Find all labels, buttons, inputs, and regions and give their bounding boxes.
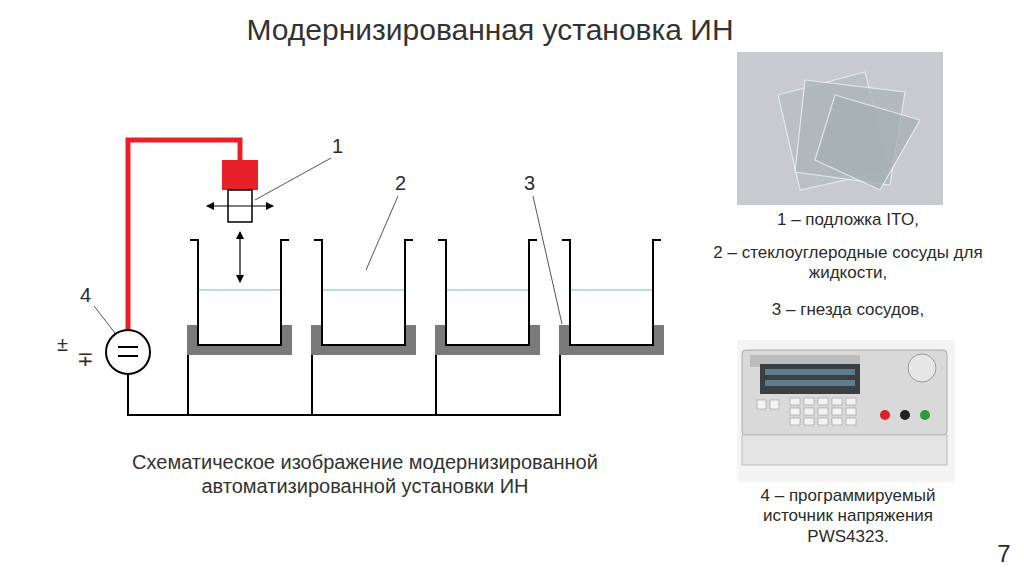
leader-lines xyxy=(94,158,562,333)
ito-photo xyxy=(737,52,943,205)
page-number: 7 xyxy=(990,540,1018,569)
vessel xyxy=(559,240,664,355)
figure-caption: Схематическое изображение модернизирован… xyxy=(75,450,655,498)
legend-item: 2 – стеклоуглеродные сосуды для жидкости… xyxy=(712,243,984,284)
callout-number: 2 xyxy=(395,171,415,195)
polarity-sign: ± xyxy=(57,332,77,356)
vessel xyxy=(435,240,540,355)
slide-title: Модернизированная установка ИН xyxy=(140,12,840,48)
holder xyxy=(222,160,258,190)
vessel xyxy=(311,240,416,355)
legend-item: 1 – подложка ITO, xyxy=(720,210,976,230)
power-supply-photo xyxy=(737,340,955,482)
callout-number: 3 xyxy=(524,171,544,195)
callout-number: 1 xyxy=(332,134,352,158)
legend-item: 3 – гнезда сосудов, xyxy=(720,300,976,320)
motion-arrow xyxy=(207,205,273,206)
polarity-sign: ∓ xyxy=(77,347,97,371)
voltage-source-symbol xyxy=(106,330,150,374)
wires xyxy=(127,355,561,415)
motion-arrow xyxy=(239,232,240,282)
callout-number: 4 xyxy=(80,283,100,307)
legend-item: 4 – программируемый источник напряжения … xyxy=(733,486,963,547)
